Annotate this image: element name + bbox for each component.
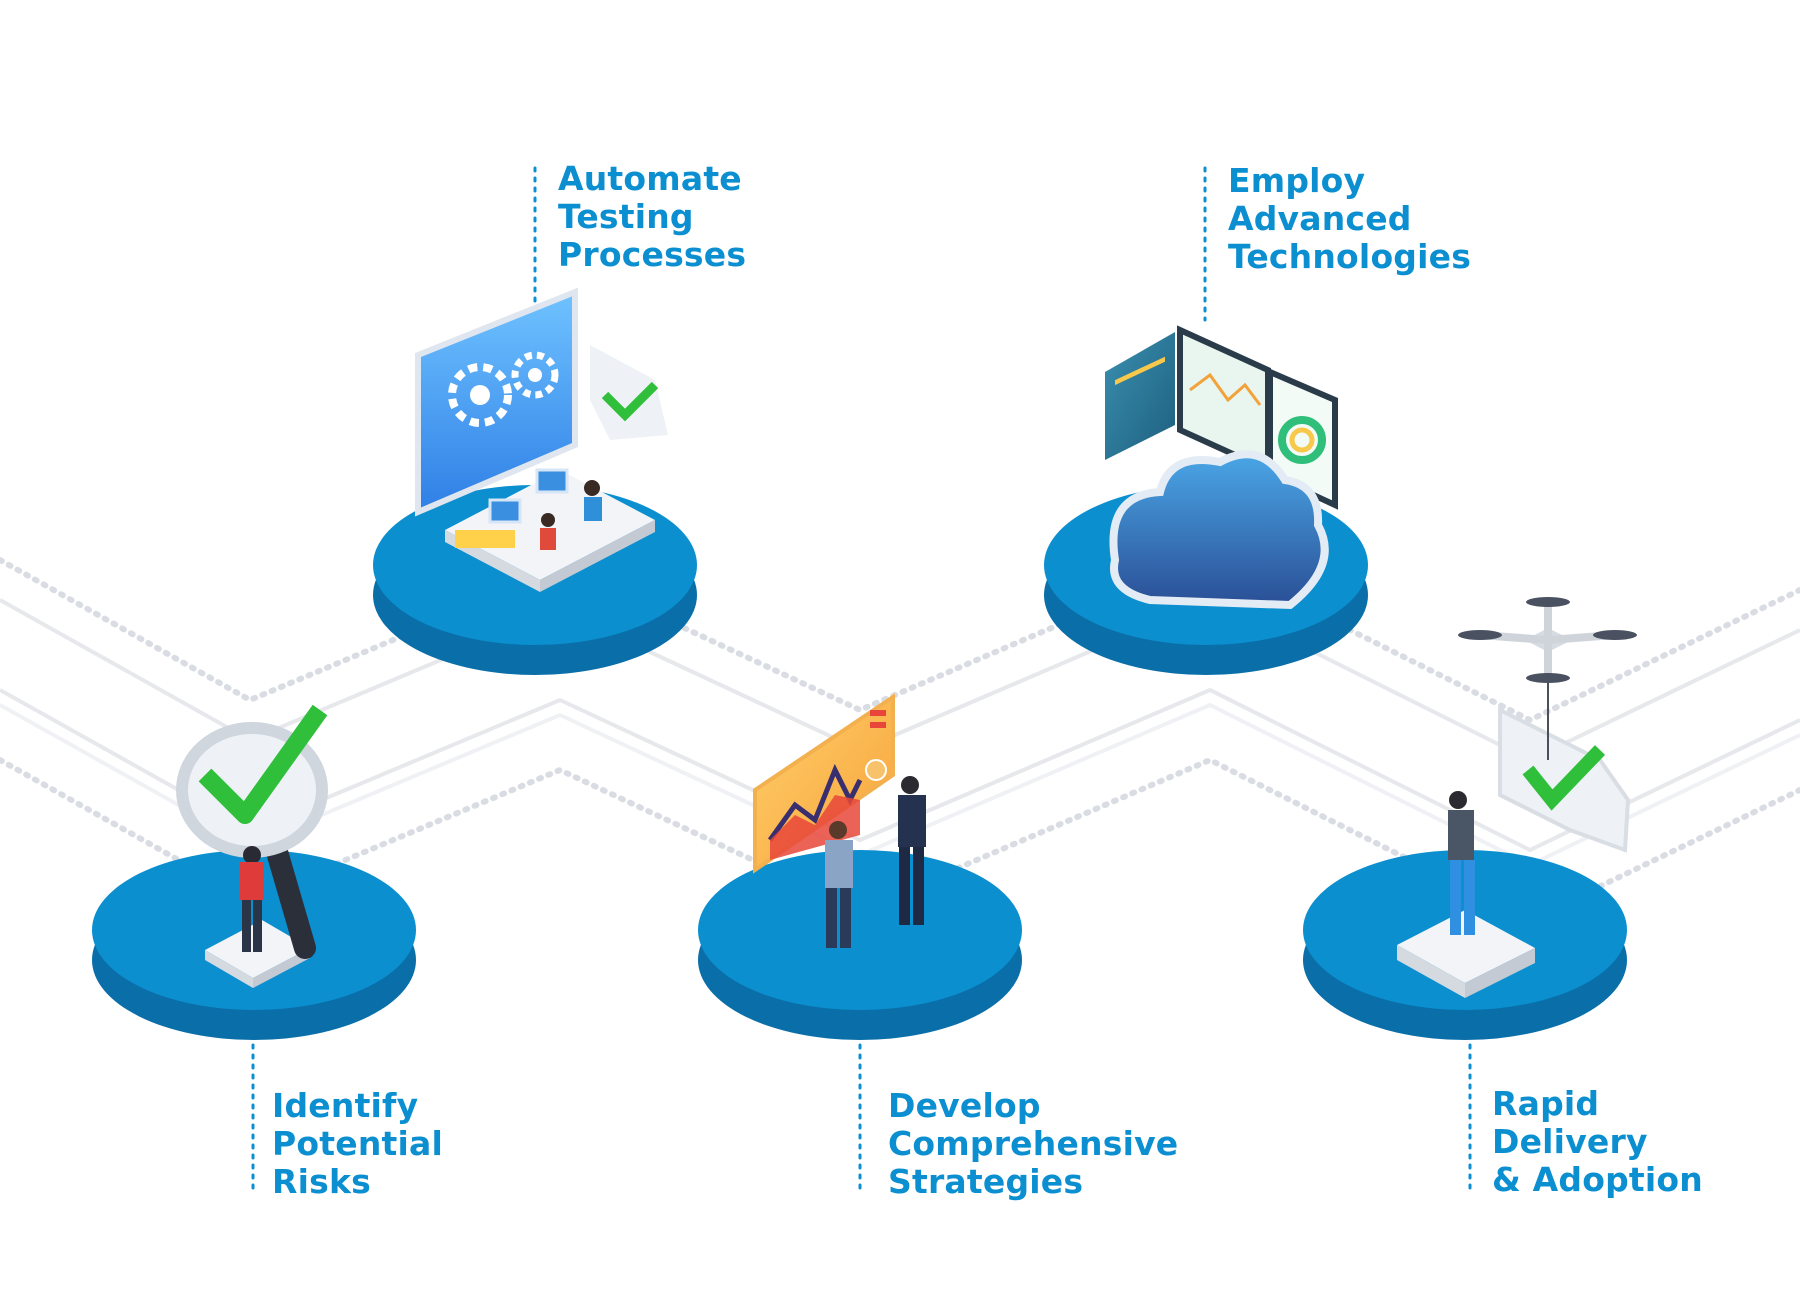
label-employ: Employ Advanced Technologies — [1228, 162, 1471, 276]
label-develop-line-3: Strategies — [888, 1162, 1084, 1201]
drone-delivery-icon — [1397, 597, 1637, 998]
magnifier-check-icon — [176, 704, 328, 988]
label-deliver-line-3: & Adoption — [1492, 1160, 1703, 1199]
chart-board-icon — [753, 693, 926, 948]
connector-lines — [251, 166, 1472, 1192]
label-employ-line-1: Employ — [1228, 161, 1366, 200]
label-deliver: Rapid Delivery & Adoption — [1492, 1085, 1703, 1199]
cloud-dashboard-icon — [1105, 325, 1338, 610]
label-deliver-line-1: Rapid — [1492, 1084, 1600, 1123]
label-automate: Automate Testing Processes — [558, 160, 746, 274]
label-deliver-line-2: Delivery — [1492, 1122, 1648, 1161]
label-employ-line-3: Technologies — [1228, 237, 1472, 276]
label-develop-line-1: Develop — [888, 1086, 1041, 1125]
label-develop-line-2: Comprehensive — [888, 1124, 1179, 1163]
label-automate-line-1: Automate — [558, 159, 742, 198]
label-identify-line-3: Risks — [272, 1162, 371, 1201]
label-identify-line-1: Identify — [272, 1086, 419, 1125]
label-employ-line-2: Advanced — [1228, 199, 1412, 238]
label-develop: Develop Comprehensive Strategies — [888, 1087, 1178, 1201]
label-identify-line-2: Potential — [272, 1124, 443, 1163]
label-automate-line-3: Processes — [558, 235, 747, 274]
gears-monitor-icon — [415, 287, 668, 592]
platform-develop — [698, 850, 1022, 1040]
label-identify: Identify Potential Risks — [272, 1087, 443, 1201]
label-automate-line-2: Testing — [558, 197, 694, 236]
